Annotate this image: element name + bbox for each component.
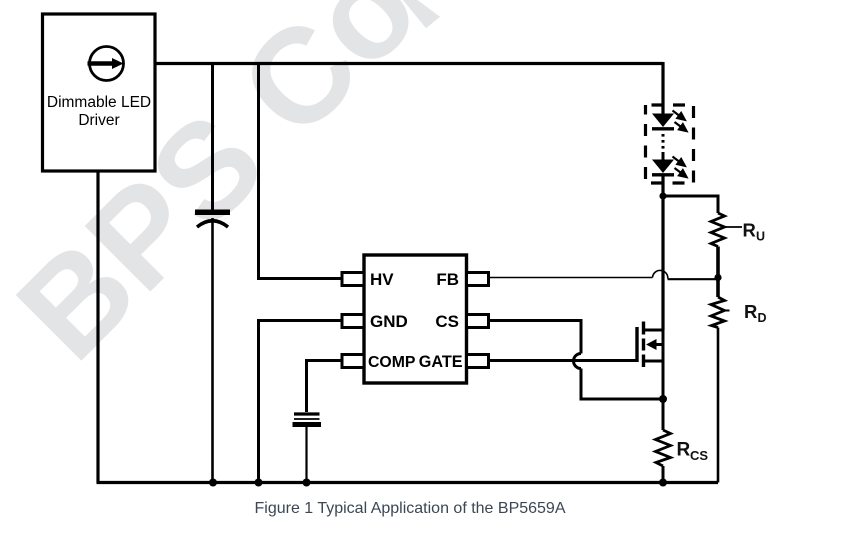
svg-text:Dimmable LED: Dimmable LED <box>47 94 151 111</box>
svg-text:Driver: Driver <box>78 112 119 129</box>
svg-text:GATE: GATE <box>419 353 463 371</box>
svg-text:FB: FB <box>436 270 459 289</box>
svg-text:Figure 1 Typical Application o: Figure 1 Typical Application of the BP56… <box>254 500 565 517</box>
svg-text:COMP: COMP <box>368 354 415 371</box>
svg-text:CS: CS <box>435 312 459 331</box>
svg-text:HV: HV <box>370 270 394 289</box>
svg-text:R: R <box>677 440 691 461</box>
svg-text:CS: CS <box>690 448 708 463</box>
svg-text:U: U <box>756 230 765 244</box>
svg-text:GND: GND <box>370 312 408 331</box>
svg-text:R: R <box>743 220 756 241</box>
svg-text:D: D <box>758 311 767 325</box>
svg-text:R: R <box>744 301 757 322</box>
